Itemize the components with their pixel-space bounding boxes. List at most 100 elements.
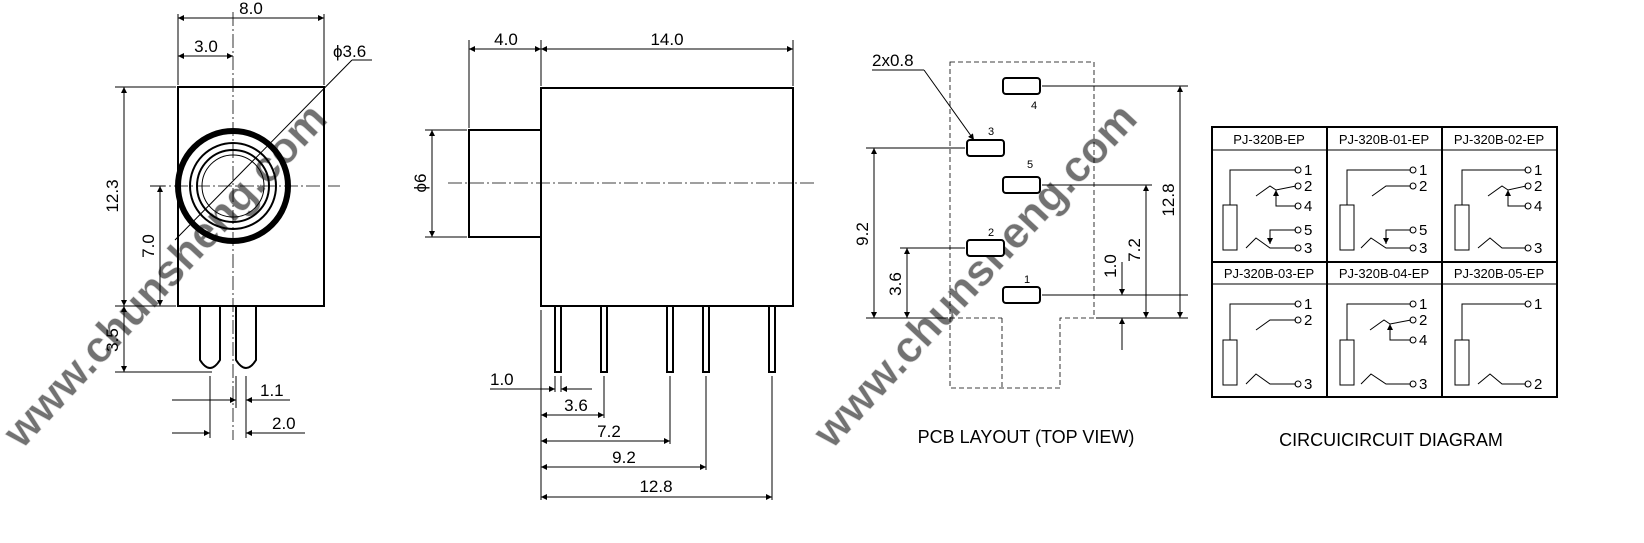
wire (1371, 185, 1411, 197)
terminal-label: 3 (1419, 240, 1427, 257)
pcb-pad-1 (1002, 286, 1041, 304)
wire (1507, 198, 1526, 207)
side-pin (554, 306, 562, 373)
circuit-schematic-2: 1 2 5 3 (1339, 162, 1427, 257)
side-pin (600, 306, 608, 373)
terminal-label: 2 (1419, 178, 1427, 195)
dim-label-leg-length: 3.5 (103, 328, 122, 352)
wire (1369, 319, 1412, 331)
terminal-label: 2 (1419, 312, 1427, 329)
terminal (1294, 226, 1302, 234)
terminal-label: 3 (1534, 240, 1542, 257)
wire (1389, 332, 1411, 341)
terminal (1524, 300, 1532, 308)
plug-body (1222, 339, 1238, 386)
wire (1477, 237, 1526, 249)
terminal (1524, 244, 1532, 252)
wire (1229, 303, 1296, 340)
terminal (1524, 166, 1532, 174)
pcb-pad-5 (1002, 176, 1041, 194)
terminal-label: 1 (1534, 162, 1542, 179)
dim-label-body-length: 14.0 (650, 30, 683, 49)
terminal-label: 5 (1419, 222, 1427, 239)
terminal (1294, 380, 1302, 388)
terminal (1409, 182, 1417, 190)
wire (1461, 169, 1526, 205)
wire (1346, 303, 1411, 340)
wire (1275, 198, 1296, 207)
circuit-schematic-6: 1 2 (1454, 296, 1542, 393)
dim-label-hole-offset: 3.0 (194, 37, 218, 56)
terminal (1524, 182, 1532, 190)
terminal (1409, 316, 1417, 324)
side-pins (554, 306, 776, 373)
terminal (1409, 300, 1417, 308)
circuit-diagram: PJ-320B-EP PJ-320B-01-EP PJ-320B-02-EP P… (1211, 126, 1558, 450)
front-leg-left (199, 306, 221, 369)
plug-body (1454, 204, 1470, 251)
terminal (1294, 300, 1302, 308)
terminal-label: 4 (1304, 198, 1312, 215)
dim-label-hole-height: 7.0 (139, 234, 158, 258)
plug-body (1454, 339, 1470, 386)
wire (1229, 169, 1296, 205)
terminal-label: 2 (1304, 312, 1312, 329)
terminal-label: 4 (1534, 198, 1542, 215)
circuit-model-name: PJ-320B-01-EP (1339, 132, 1429, 147)
terminal (1294, 202, 1302, 210)
side-body-outline (540, 87, 794, 307)
front-view: 8.0 3.0 ϕ3.6 12.3 7.0 3.5 1.1 2.0 (103, 0, 372, 440)
terminal (1409, 166, 1417, 174)
terminal (1524, 380, 1532, 388)
side-view: 4.0 14.0 ϕ6 1.0 3.6 7.2 9.2 12.8 (411, 30, 815, 500)
dim-label-leg-width: 1.1 (260, 381, 284, 400)
pcb-pad-size: 2x0.8 (872, 51, 914, 70)
circuit-schematic-1: 1 2 4 5 3 (1222, 162, 1312, 257)
terminal (1294, 244, 1302, 252)
dim-label-pin-dist-1: 3.6 (564, 396, 588, 415)
circuit-schematic-4: 1 2 3 (1222, 296, 1312, 393)
side-pin (666, 306, 674, 373)
wire (1255, 185, 1297, 197)
terminal (1409, 226, 1417, 234)
dim-label-hole-diameter: ϕ3.6 (333, 42, 366, 61)
watermark-front: www.chunsheng.com (0, 94, 337, 458)
terminal-label: 4 (1419, 332, 1427, 349)
dim-label-pcb-1-0: 1.0 (1101, 254, 1120, 278)
dim-label-leg-pitch: 2.0 (272, 414, 296, 433)
wire (1385, 229, 1411, 240)
terminal (1524, 202, 1532, 210)
pcb-outline (949, 61, 1095, 389)
dim-label-pcb-7-2: 7.2 (1125, 238, 1144, 262)
plug-body (1339, 204, 1355, 251)
wire (1269, 229, 1296, 240)
terminal (1294, 166, 1302, 174)
wire (1245, 373, 1296, 385)
pcb-pad-3 (966, 139, 1005, 157)
circuit-model-name: PJ-320B-02-EP (1454, 132, 1544, 147)
side-pin (768, 306, 776, 373)
wire (1477, 373, 1526, 385)
circuit-schematic-3: 1 2 4 3 (1454, 162, 1542, 257)
dim-label-pcb-9-2: 9.2 (853, 222, 872, 246)
terminal-label: 3 (1419, 376, 1427, 393)
wire (1346, 169, 1411, 205)
terminal (1409, 336, 1417, 344)
circuit-model-name: PJ-320B-04-EP (1339, 266, 1429, 281)
terminal-label: 2 (1304, 178, 1312, 195)
dim-label-pin-dist-2: 7.2 (597, 422, 621, 441)
wire (1487, 185, 1527, 197)
circuit-model-name: PJ-320B-03-EP (1224, 266, 1314, 281)
terminal-label: 1 (1304, 296, 1312, 313)
circuit-model-name: PJ-320B-05-EP (1454, 266, 1544, 281)
pcb-pin-label-4: 4 (1031, 100, 1037, 112)
terminal (1294, 316, 1302, 324)
pcb-pin-label-2: 2 (988, 227, 994, 239)
plug-body (1222, 204, 1238, 251)
wire (1360, 237, 1411, 249)
plug-body (1339, 339, 1355, 386)
pcb-pad-2 (966, 239, 1005, 257)
terminal-label: 3 (1304, 240, 1312, 257)
pcb-pin-label-3: 3 (988, 126, 994, 138)
